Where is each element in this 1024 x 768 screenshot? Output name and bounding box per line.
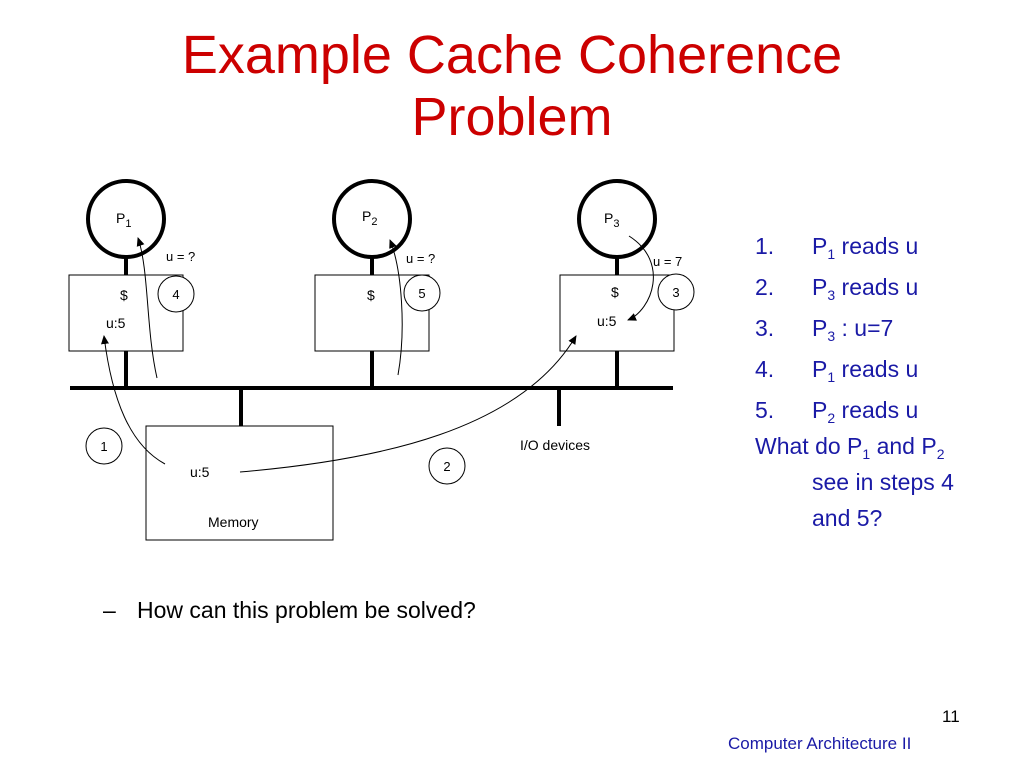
bullet-dash: – bbox=[103, 597, 116, 623]
processor-3 bbox=[577, 179, 657, 259]
step-processor: P bbox=[812, 356, 828, 382]
cache-3 bbox=[559, 274, 675, 352]
p3-note: u = 7 bbox=[653, 254, 682, 269]
question-line-2: see in steps 4 bbox=[812, 469, 954, 495]
question-part-2: and P bbox=[870, 433, 937, 459]
step-action: reads u bbox=[835, 233, 919, 259]
step-action: reads u bbox=[835, 356, 919, 382]
cache-1-value: u:5 bbox=[106, 315, 126, 331]
slide-title: Example Cache Coherence Problem bbox=[0, 24, 1024, 148]
cache-2-symbol: $ bbox=[367, 287, 375, 303]
page-number: 11 bbox=[942, 707, 960, 726]
step-processor-index: 1 bbox=[827, 246, 836, 262]
arrow-memory-to-cache-3 bbox=[239, 335, 577, 473]
processor-1 bbox=[86, 179, 166, 259]
question-sub-2: 2 bbox=[936, 446, 945, 462]
step-processor: P bbox=[812, 315, 828, 341]
step-processor-index: 3 bbox=[827, 328, 836, 344]
step-action: reads u bbox=[835, 274, 919, 300]
bullet-text: How can this problem be solved? bbox=[137, 597, 476, 623]
title-line-2: Problem bbox=[411, 87, 613, 147]
steps-list: 1.P1 reads u 2.P3 reads u 3.P3 : u=7 4.P… bbox=[755, 226, 1015, 431]
step-processor: P bbox=[812, 397, 828, 423]
cache-1-symbol: $ bbox=[120, 287, 128, 303]
step-marker-3-label: 3 bbox=[672, 285, 679, 300]
bullet-item: –How can this problem be solved? bbox=[103, 597, 476, 624]
step-marker-1 bbox=[85, 427, 123, 465]
processor-1-label: P1 bbox=[116, 210, 131, 230]
step-processor-index: 3 bbox=[827, 287, 836, 303]
io-devices-label: I/O devices bbox=[520, 437, 590, 453]
step-action: : u=7 bbox=[835, 315, 894, 341]
memory-label: Memory bbox=[208, 514, 259, 530]
step-item: 1. P1 reads u bbox=[755, 226, 1015, 267]
step-action: reads u bbox=[835, 397, 919, 423]
step-processor-index: 2 bbox=[827, 410, 836, 426]
question-part-1: What do P bbox=[755, 433, 863, 459]
step-number: 5. bbox=[755, 397, 775, 423]
step-marker-4-label: 4 bbox=[172, 287, 179, 302]
title-line-1: Example Cache Coherence bbox=[181, 25, 843, 85]
p1-note: u = ? bbox=[166, 249, 195, 264]
step-marker-5 bbox=[403, 274, 441, 312]
processor-3-label: P3 bbox=[604, 210, 619, 230]
step-marker-2-label: 2 bbox=[443, 459, 450, 474]
step-marker-1-label: 1 bbox=[100, 439, 107, 454]
step-number: 1. bbox=[755, 233, 775, 259]
step-processor: P bbox=[812, 274, 828, 300]
arrow-memory-to-cache-1 bbox=[101, 335, 166, 465]
step-marker-5-label: 5 bbox=[418, 286, 425, 301]
question-text: What do P1 and P2 see in steps 4 and 5? bbox=[755, 428, 1005, 536]
step-number: 3. bbox=[755, 315, 775, 341]
step-processor-index: 1 bbox=[827, 369, 836, 385]
step-number: 2. bbox=[755, 274, 775, 300]
processor-2 bbox=[332, 179, 412, 259]
arrow-memory-to-p2 bbox=[389, 239, 403, 376]
cache-3-value: u:5 bbox=[597, 313, 617, 329]
step-marker-2 bbox=[428, 447, 466, 485]
cache-3-symbol: $ bbox=[611, 284, 619, 300]
step-item: 2. P3 reads u bbox=[755, 267, 1015, 308]
step-item: 4. P1 reads u bbox=[755, 349, 1015, 390]
step-number: 4. bbox=[755, 356, 775, 382]
memory-value: u:5 bbox=[190, 464, 210, 480]
processor-2-label: P2 bbox=[362, 208, 377, 228]
question-line-3: and 5? bbox=[812, 505, 883, 531]
arrow-p3-write bbox=[627, 235, 654, 321]
step-marker-3 bbox=[657, 273, 695, 311]
memory-box bbox=[145, 425, 334, 541]
p2-note: u = ? bbox=[406, 251, 435, 266]
step-processor: P bbox=[812, 233, 828, 259]
step-marker-4 bbox=[157, 275, 195, 313]
step-item: 3. P3 : u=7 bbox=[755, 308, 1015, 349]
footer-text: Computer Architecture II bbox=[728, 734, 912, 753]
arrow-cache-1-to-p1 bbox=[136, 237, 158, 379]
step-item: 5. P2 reads u bbox=[755, 390, 1015, 431]
question-sub-1: 1 bbox=[862, 446, 871, 462]
